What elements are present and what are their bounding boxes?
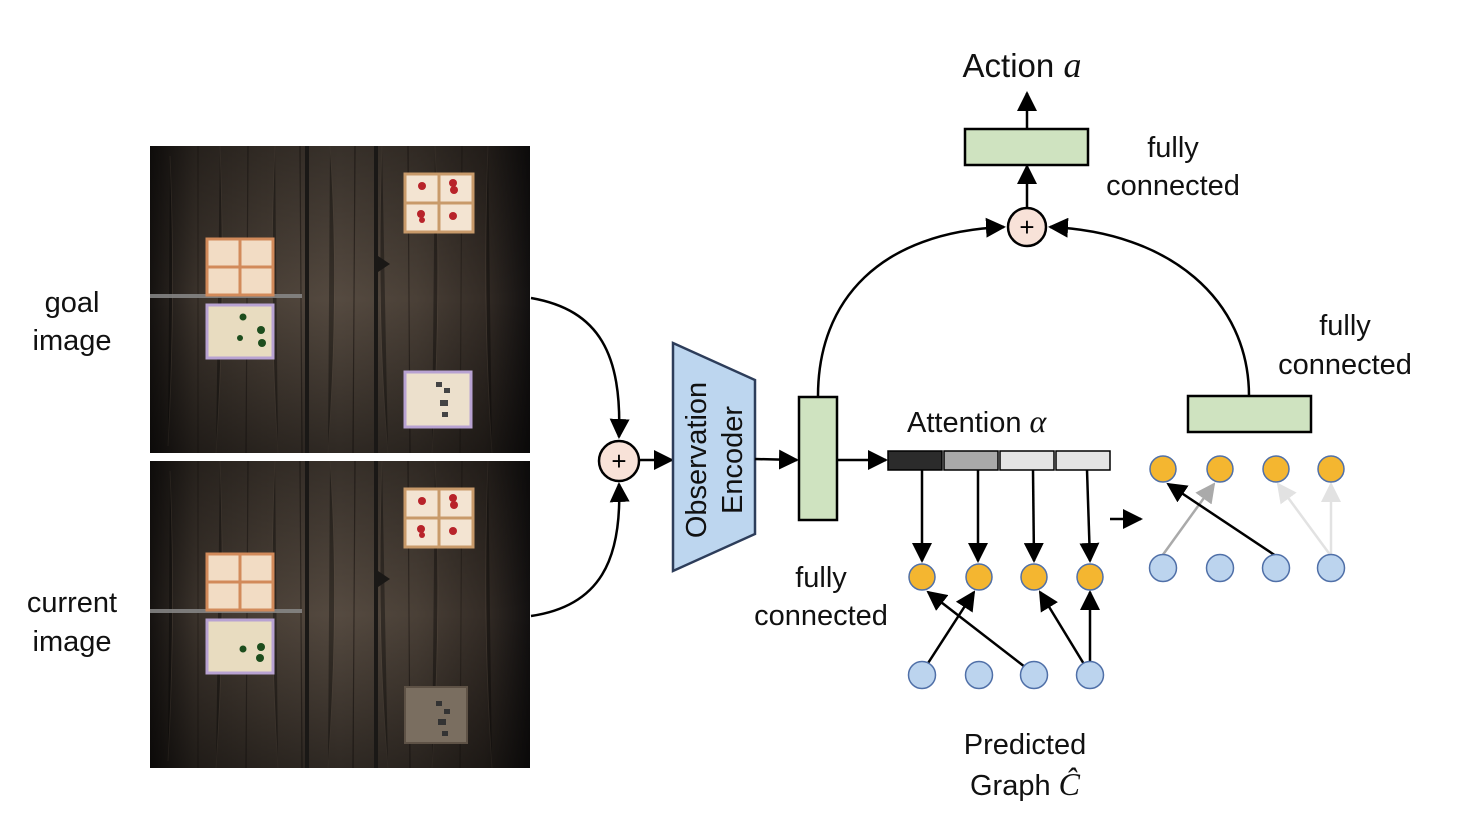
predicted-graph-edges: [919, 590, 1100, 675]
fc-top-label-line2: connected: [1106, 170, 1240, 202]
current-tray-dark-objects: [404, 686, 468, 744]
fc-mid-label-line1: fully: [795, 562, 847, 594]
goal-image: [149, 145, 531, 454]
predicted-graph-target-nodes: [908, 563, 1104, 591]
fc-layer-right: [1186, 394, 1313, 434]
current-image-label-line1: current: [27, 587, 117, 619]
predicted-graph: [907, 563, 1105, 690]
fc-right-label-line2: connected: [1278, 349, 1412, 381]
encoder-label-line2: Encoder: [717, 406, 749, 514]
observation-encoder: Observation Encoder: [671, 341, 757, 573]
arrow-goal-to-plus: [530, 296, 630, 439]
fc-top-label-line1: fully: [1147, 132, 1199, 164]
fc-right-label-line1: fully: [1319, 310, 1371, 342]
fc-layer-mid: [797, 395, 839, 522]
action-label: Action a: [963, 45, 1082, 85]
attention-cell-4: [1055, 450, 1111, 471]
attention-vector: [887, 450, 1111, 471]
action-symbol: a: [1063, 45, 1081, 85]
predicted-graph-symbol: Ĉ: [1059, 766, 1081, 802]
attention-cell-2: [943, 450, 999, 471]
plus-symbol-top: +: [1019, 212, 1034, 242]
attention-cell-1: [887, 450, 943, 471]
weighted-graph-edges: [1160, 482, 1341, 558]
arrow-current-to-plus: [530, 482, 630, 618]
attention-cell-3: [999, 450, 1055, 471]
weighted-graph: [1148, 455, 1346, 583]
weighted-graph-target-nodes: [1149, 455, 1345, 483]
fc-mid-label-line2: connected: [754, 600, 888, 632]
goal-shelf-empty: [205, 237, 275, 297]
attention-label: Attention α: [907, 403, 1048, 439]
arrow-fc-right-to-top-plus: [1048, 217, 1251, 397]
goal-image-label-line2: image: [33, 325, 112, 357]
goal-tray-dark-objects: [403, 370, 473, 429]
current-shelf-empty: [205, 552, 275, 612]
concat-plus-top: +: [1006, 206, 1048, 248]
plus-symbol-left: +: [611, 446, 626, 476]
arrow-encoder-to-fc: [754, 449, 799, 470]
fc-layer-top: [963, 127, 1090, 167]
predicted-graph-source-nodes: [907, 660, 1105, 690]
current-tray-green-objects: [205, 618, 275, 675]
arrow-fc-mid-to-top-plus: [816, 217, 1006, 397]
goal-tray-green-objects: [205, 303, 275, 360]
current-image-label-line2: image: [33, 626, 112, 658]
predicted-graph-label-line2: Graph Ĉ: [970, 766, 1081, 802]
attention-to-node-arrows: [912, 469, 1100, 563]
goal-shelf-red-objects: [403, 172, 475, 234]
concat-plus-left: +: [597, 439, 641, 483]
predicted-graph-label-line1: Predicted: [964, 729, 1087, 761]
encoder-label-line1: Observation: [681, 382, 713, 538]
goal-image-label-line1: goal: [45, 287, 100, 319]
attention-symbol: α: [1030, 403, 1048, 439]
current-image: [149, 460, 531, 769]
current-shelf-red-objects: [403, 487, 475, 549]
weighted-graph-source-nodes: [1148, 553, 1346, 583]
